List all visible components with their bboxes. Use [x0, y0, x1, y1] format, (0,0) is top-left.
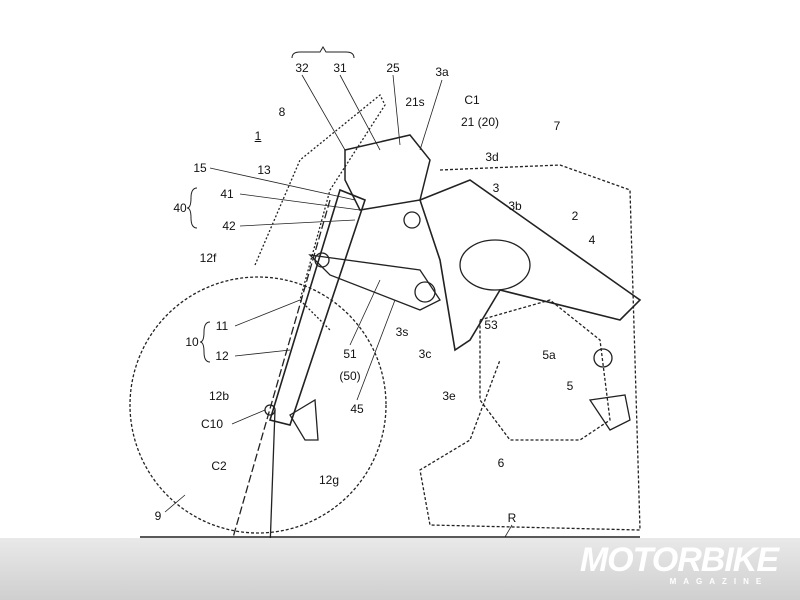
label-12g: 12g: [318, 473, 340, 487]
label-3b: 3b: [508, 199, 522, 213]
label-45: 45: [350, 402, 364, 416]
pivot-5a: [593, 348, 613, 368]
fender-12g: [289, 398, 319, 441]
label-6: 6: [497, 456, 505, 470]
label-8: 8: [278, 105, 286, 119]
label-3d: 3d: [485, 150, 499, 164]
label-53: 53: [484, 318, 498, 332]
frame-window: [459, 239, 531, 291]
label-3c: 3c: [418, 347, 432, 361]
label-12: 12: [215, 349, 229, 363]
label-42: 42: [222, 219, 236, 233]
label-5a: 5a: [542, 348, 556, 362]
label-7: 7: [553, 119, 561, 133]
label-C2: C2: [211, 459, 227, 473]
label-12b: 12b: [208, 389, 230, 403]
pivot-lower: [414, 281, 436, 303]
bracket-lower: [308, 254, 441, 311]
label-13: 13: [257, 163, 271, 177]
steering-mechanism: [344, 134, 431, 211]
label-9: 9: [154, 509, 162, 523]
label-31: 31: [333, 61, 347, 75]
axis-C2: [229, 199, 331, 549]
label-R: R: [507, 511, 517, 525]
logo-sub: MAGAZINE: [669, 577, 769, 586]
label-5: 5: [566, 379, 574, 393]
label-1: 1: [254, 129, 262, 143]
label-51: 51: [343, 347, 357, 361]
label-25: 25: [386, 61, 400, 75]
label-C1: C1: [464, 93, 480, 107]
watermark-band: [0, 538, 800, 600]
label-3: 3: [492, 181, 500, 195]
label-15: 15: [193, 161, 207, 175]
label-11: 11: [215, 319, 229, 333]
label-21s: 21s: [405, 95, 425, 109]
motorbike-magazine-logo: MOTORBIKE MAGAZINE: [579, 541, 779, 586]
label-21-20: 21 (20): [460, 115, 500, 129]
pivot-upper: [403, 211, 421, 229]
label-C10: C10: [200, 417, 224, 431]
label-3s: 3s: [395, 325, 409, 339]
label-40: 40: [173, 201, 187, 215]
front-fork: [268, 188, 366, 426]
label-41: 41: [220, 187, 234, 201]
label-2: 2: [571, 209, 579, 223]
fairing-outline: [254, 93, 386, 331]
label-10: 10: [185, 335, 199, 349]
label-4: 4: [588, 233, 596, 247]
body-outline-7: [419, 164, 641, 531]
label-12f: 12f: [199, 251, 217, 265]
lever-5: [588, 394, 631, 431]
label-32: 32: [295, 61, 309, 75]
engine-outline: [479, 299, 611, 441]
label-50: (50): [339, 369, 361, 383]
label-3a: 3a: [435, 65, 449, 79]
label-3e: 3e: [442, 389, 456, 403]
logo-brand: MOTORBIKE: [579, 541, 779, 579]
front-wheel: [129, 276, 387, 534]
